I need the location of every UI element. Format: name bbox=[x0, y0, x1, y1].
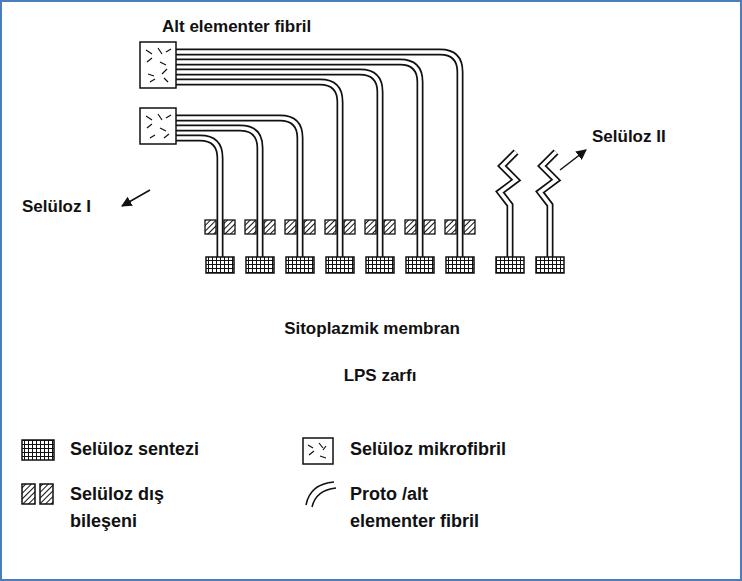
outer-component bbox=[445, 220, 456, 234]
fibril-tube bbox=[176, 52, 460, 259]
fibril-tube bbox=[176, 82, 340, 259]
outer-component-symbol bbox=[22, 484, 53, 504]
legend-text: Selüloz mikrofibril bbox=[350, 436, 590, 463]
outer-component bbox=[365, 220, 376, 234]
pointer-arrow bbox=[560, 150, 586, 170]
membrane-parts bbox=[205, 220, 564, 273]
part-label: Alt elementer fibril bbox=[162, 16, 311, 38]
fibril-tube bbox=[500, 152, 516, 259]
cellulose-synthase bbox=[286, 257, 314, 273]
membrane-outline: Sitoplazmik membran bbox=[133, 265, 660, 349]
cellulose-synthase bbox=[246, 257, 274, 273]
part-label: Selüloz II bbox=[592, 126, 666, 148]
fibril-tube bbox=[500, 152, 516, 259]
cellulose-synthase bbox=[206, 257, 234, 273]
stadium-line bbox=[134, 266, 659, 348]
fibril-tube bbox=[176, 128, 260, 259]
fibril-tube bbox=[176, 62, 420, 259]
outer-component bbox=[344, 220, 355, 234]
outer-component bbox=[264, 220, 275, 234]
outer-component bbox=[424, 220, 435, 234]
microfibril-symbol bbox=[303, 438, 333, 464]
stadium-line bbox=[93, 228, 699, 392]
fibril-tube bbox=[176, 128, 260, 259]
envelope-outline: LPS zarfı Sitoplazmik membran bbox=[92, 227, 700, 393]
synthase-symbol bbox=[22, 440, 54, 460]
cellulose-synthase bbox=[326, 257, 354, 273]
pointer-arrow bbox=[122, 190, 150, 206]
fibril-tube bbox=[176, 138, 220, 259]
outer-component bbox=[405, 220, 416, 234]
microfibril-box bbox=[140, 42, 176, 88]
region-label: LPS zarfı bbox=[344, 365, 417, 387]
fibril-symbol bbox=[306, 482, 336, 507]
outer-component bbox=[464, 220, 475, 234]
part-label: Selüloz I bbox=[22, 196, 91, 218]
fibril-tube bbox=[540, 152, 556, 259]
fibril-tube bbox=[540, 152, 556, 259]
region-label: Sitoplazmik membran bbox=[284, 318, 460, 340]
fibril-tube bbox=[176, 118, 300, 259]
legend-text: Proto /alt elementer fibril bbox=[350, 481, 515, 535]
fibril-tube bbox=[176, 118, 300, 259]
outer-component bbox=[304, 220, 315, 234]
cellulose-synthase bbox=[406, 257, 434, 273]
outer-component bbox=[285, 220, 296, 234]
outer-component bbox=[384, 220, 395, 234]
legend-text: Selüloz dış bileşeni bbox=[70, 481, 220, 535]
fibril-tube bbox=[176, 72, 380, 259]
legend-text: Selüloz sentezi bbox=[70, 436, 310, 463]
cellulose-synthase bbox=[496, 257, 524, 273]
fibril-tube bbox=[176, 82, 340, 259]
fibril-tube bbox=[176, 52, 460, 259]
fibril-tube bbox=[176, 138, 220, 259]
cellulose-synthase bbox=[446, 257, 474, 273]
cellulose-synthase bbox=[536, 257, 564, 273]
fibril-tube bbox=[176, 62, 420, 259]
fibril-tube bbox=[176, 72, 380, 259]
outer-component bbox=[325, 220, 336, 234]
outer-component bbox=[205, 220, 216, 234]
microfibril-box bbox=[140, 108, 176, 144]
fibril-group bbox=[176, 52, 556, 259]
cellulose-synthase bbox=[366, 257, 394, 273]
outer-component bbox=[224, 220, 235, 234]
outer-component bbox=[245, 220, 256, 234]
